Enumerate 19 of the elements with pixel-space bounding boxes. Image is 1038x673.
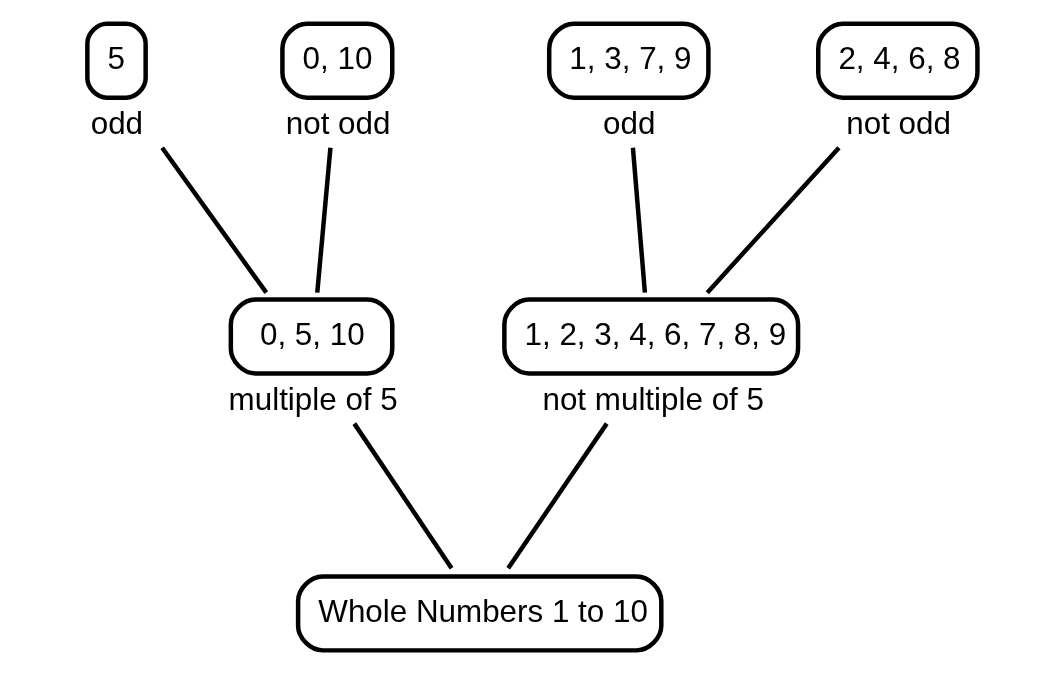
connector <box>159 146 268 294</box>
connector <box>705 146 841 295</box>
node-label: not multiple of 5 <box>541 381 764 417</box>
node-box: 0, 10 <box>279 21 394 100</box>
node-label: odd <box>602 106 655 142</box>
connector <box>351 422 453 570</box>
node-box: 0, 5, 10 <box>228 297 394 376</box>
node-box: 2, 4, 6, 8 <box>815 21 980 100</box>
node-label: odd <box>90 106 143 142</box>
connector <box>314 147 333 293</box>
node-label: not odd <box>845 106 951 142</box>
node-box: 5 <box>84 21 148 100</box>
node-box: 1, 2, 3, 4, 6, 7, 8, 9 <box>501 297 800 376</box>
node-box: 1, 3, 7, 9 <box>546 21 711 100</box>
connector <box>505 422 609 570</box>
node-label: multiple of 5 <box>228 381 398 417</box>
node-label: not odd <box>285 106 390 142</box>
node-box: Whole Numbers 1 to 10 <box>295 574 664 653</box>
connector <box>630 147 647 293</box>
